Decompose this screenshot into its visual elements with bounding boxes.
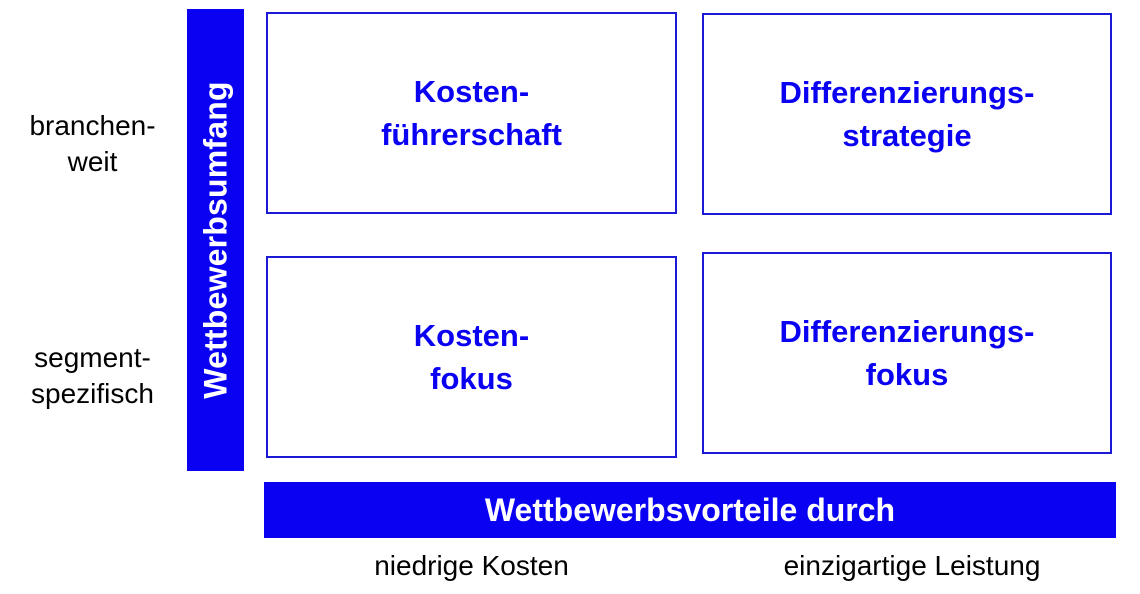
row-label-segmentspezifisch: segment- spezifisch [10, 340, 175, 412]
cell-kostenfuehrerschaft-line1: Kosten- [413, 74, 530, 109]
cell-differenzierungsfokus: Differenzierungs- fokus [702, 252, 1112, 454]
cell-kostenfuehrerschaft: Kosten- führerschaft [266, 12, 677, 214]
cell-differenzierungsfokus-line1: Differenzierungs- [779, 314, 1035, 349]
cell-differenzierungsstrategie-line1: Differenzierungs- [779, 75, 1035, 110]
cell-differenzierungsstrategie: Differenzierungs- strategie [702, 13, 1112, 215]
row-label-branchenweit-line2: weit [67, 146, 118, 177]
row-label-segmentspezifisch-line1: segment- [34, 342, 151, 373]
row-label-branchenweit: branchen- weit [10, 108, 175, 180]
cell-kostenfokus-line2: fokus [430, 361, 513, 396]
column-label-niedrige-kosten: niedrige Kosten [374, 550, 569, 581]
vertical-axis-bar: Wettbewerbsumfang [187, 9, 244, 471]
row-label-branchenweit-line1: branchen- [29, 110, 156, 141]
vertical-axis-label: Wettbewerbsumfang [197, 81, 233, 399]
horizontal-axis-bar: Wettbewerbsvorteile durch [264, 482, 1116, 538]
cell-kostenfuehrerschaft-line2: führerschaft [381, 117, 562, 152]
row-label-segmentspezifisch-line2: spezifisch [31, 378, 154, 409]
cell-differenzierungsstrategie-line2: strategie [842, 118, 972, 153]
cell-kostenfokus: Kosten- fokus [266, 256, 677, 458]
cell-differenzierungsfokus-line2: fokus [865, 357, 949, 392]
horizontal-axis-label: Wettbewerbsvorteile durch [484, 491, 896, 528]
column-label-einzigartige-leistung: einzigartige Leistung [783, 550, 1041, 581]
cell-kostenfokus-line1: Kosten- [413, 318, 530, 353]
